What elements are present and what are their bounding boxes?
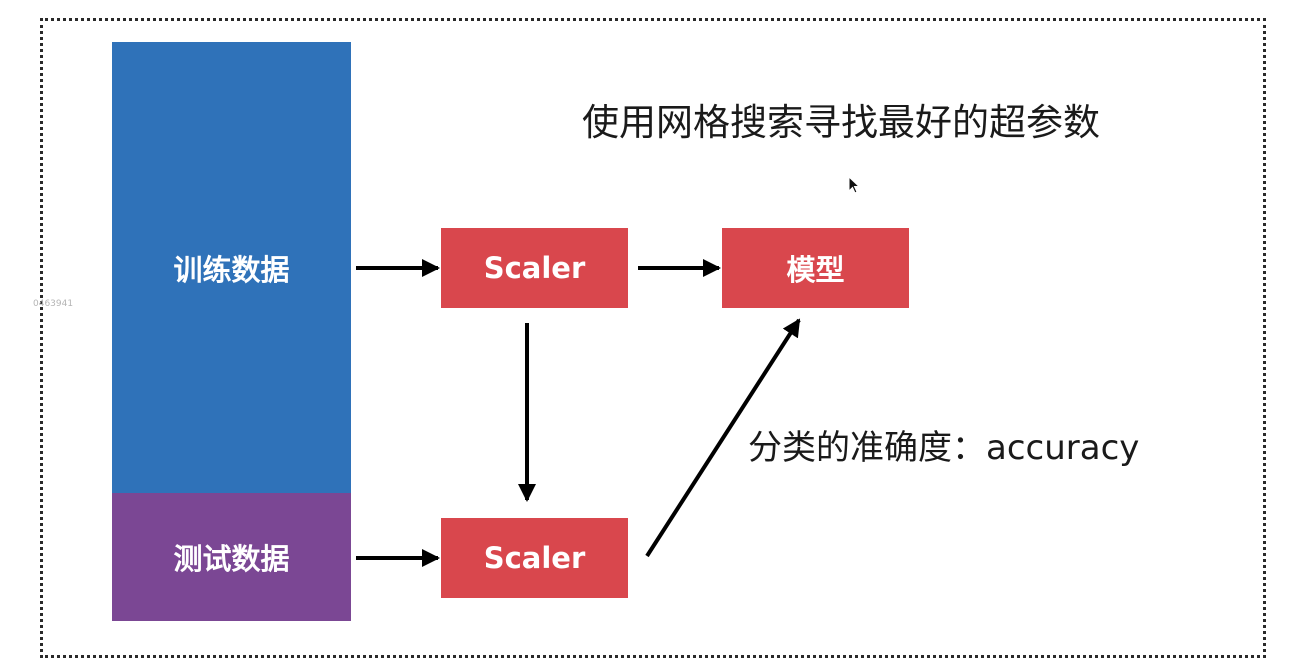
watermark-id: 0463941	[33, 299, 74, 309]
scaler-bottom-block: Scaler	[441, 518, 628, 598]
diagram-title: 使用网格搜索寻找最好的超参数	[582, 101, 1100, 144]
training-data-label: 训练数据	[173, 252, 290, 287]
dotted-frame	[40, 18, 1266, 658]
scaler-top-block: Scaler	[441, 228, 628, 308]
test-data-block: 测试数据	[112, 493, 351, 621]
test-data-label: 测试数据	[173, 542, 290, 576]
training-data-block: 训练数据	[112, 42, 351, 493]
scaler-top-label: Scaler	[483, 251, 586, 285]
mouse-pointer-icon	[848, 176, 861, 194]
accuracy-label: 分类的准确度：accuracy	[748, 428, 1140, 468]
model-label: 模型	[786, 253, 845, 287]
model-block: 模型	[722, 228, 909, 308]
scaler-bottom-label: Scaler	[483, 541, 586, 575]
arrow-scaler-to-model-diagonal	[645, 318, 801, 558]
